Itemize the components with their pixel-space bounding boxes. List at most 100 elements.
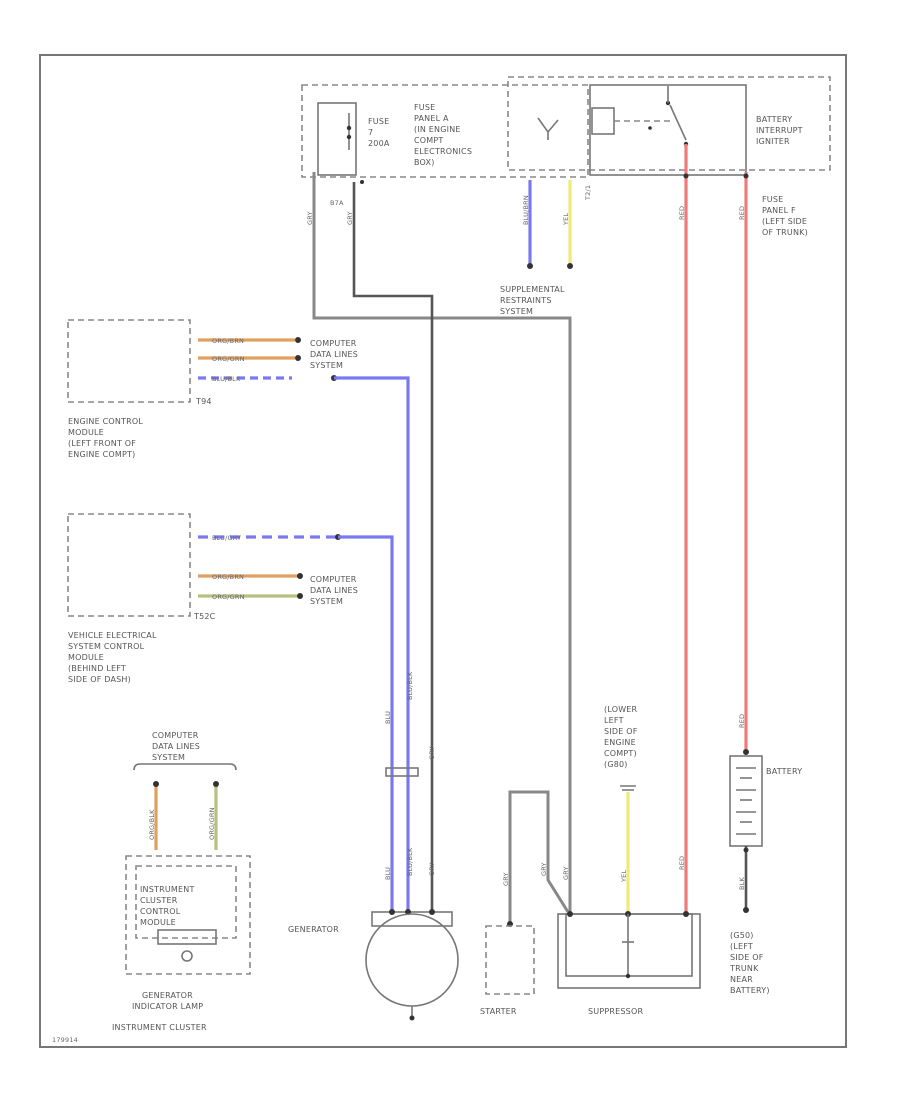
fuse-label-line: 200A: [368, 139, 390, 148]
indicator-lamp-icon: [157, 929, 217, 945]
connector-t94: T94: [195, 397, 212, 406]
svg-text:T2/1: T2/1: [584, 185, 592, 201]
srs-label: SUPPLEMENTAL RESTRAINTS SYSTEM: [500, 285, 565, 316]
svg-text:ORG/GRN: ORG/GRN: [208, 807, 216, 840]
svg-text:TRUNK: TRUNK: [729, 964, 759, 973]
svg-text:VEHICLE ELECTRICAL: VEHICLE ELECTRICAL: [68, 631, 157, 640]
svg-text:DATA LINES: DATA LINES: [310, 586, 358, 595]
generator-icon: [365, 913, 459, 1007]
wire-gray-fuse-suppressor: [312, 172, 572, 912]
ground-icon: [620, 785, 636, 791]
svg-text:GRY: GRY: [428, 746, 436, 760]
svg-text:BLU/BRN: BLU/BRN: [522, 195, 530, 225]
fuse-panel-a-label: FUSE: [414, 103, 435, 112]
svg-text:SIDE OF: SIDE OF: [604, 727, 638, 736]
svg-text:GRY: GRY: [540, 862, 548, 876]
instrument-cluster-label: INSTRUMENT CLUSTER: [112, 1023, 207, 1032]
svg-text:ORG/BLK: ORG/BLK: [148, 809, 156, 840]
svg-text:BATTERY: BATTERY: [766, 767, 802, 776]
switch-icon: [669, 104, 687, 141]
svg-text:NEAR: NEAR: [730, 975, 753, 984]
svg-text:PANEL F: PANEL F: [762, 206, 796, 215]
svg-text:(LEFT: (LEFT: [730, 942, 753, 951]
svg-text:BLK: BLK: [738, 877, 746, 890]
fuse-panel-a-label: PANEL A: [414, 114, 449, 123]
svg-text:ENGINE COMPT): ENGINE COMPT): [68, 450, 135, 459]
battery: BATTERY BLK: [729, 755, 802, 913]
inline-connector: [385, 767, 419, 777]
generator: GENERATOR: [288, 909, 459, 1021]
svg-text:GENERATOR: GENERATOR: [142, 991, 193, 1000]
wire-gray-fuse-generator: [352, 182, 434, 912]
svg-text:SYSTEM: SYSTEM: [310, 361, 343, 370]
svg-text:RED: RED: [678, 856, 686, 870]
battery-interrupt-label: INTERRUPT: [756, 126, 803, 135]
computer-data-lines-label-3: COMPUTER DATA LINES SYSTEM: [133, 731, 237, 771]
svg-text:GRY: GRY: [502, 872, 510, 886]
connector-b7a: B7A: [330, 199, 344, 207]
svg-text:SIDE OF DASH): SIDE OF DASH): [68, 675, 131, 684]
diagram-frame: [39, 54, 847, 1048]
svg-text:GRY: GRY: [346, 211, 354, 225]
fuse-panel-a-label: (IN ENGINE: [414, 125, 461, 134]
starter: STARTER GRY GRY GRY: [480, 790, 570, 1016]
suppressor: SUPPRESSOR: [557, 911, 701, 1016]
svg-text:(LEFT SIDE: (LEFT SIDE: [762, 217, 807, 226]
svg-text:SIDE OF: SIDE OF: [730, 953, 764, 962]
instrument-cluster: INSTRUMENT CLUSTER CONTROL MODULE GENERA…: [112, 855, 251, 1032]
connector-t52c: T52C: [193, 612, 216, 621]
svg-text:YEL: YEL: [620, 870, 628, 883]
svg-text:(G50): (G50): [730, 931, 754, 940]
svg-text:BLU: BLU: [384, 867, 392, 880]
svg-text:(LEFT FRONT OF: (LEFT FRONT OF: [68, 439, 136, 448]
ground-g80-label: (LOWER LEFT SIDE OF ENGINE COMPT) (G80): [604, 705, 638, 769]
fuse-panel-a-label: COMPT: [414, 136, 444, 145]
svg-text:MODULE: MODULE: [140, 918, 176, 927]
igniter-icon: [591, 107, 615, 135]
svg-text:COMPUTER: COMPUTER: [310, 575, 357, 584]
svg-text:SYSTEM CONTROL: SYSTEM CONTROL: [68, 642, 145, 651]
svg-text:ENGINE: ENGINE: [604, 738, 636, 747]
svg-text:CLUSTER: CLUSTER: [140, 896, 178, 905]
svg-text:BLU/BLK: BLU/BLK: [212, 375, 241, 383]
svg-text:ENGINE CONTROL: ENGINE CONTROL: [68, 417, 143, 426]
battery-interrupt-igniter: BATTERY INTERRUPT IGNITER: [507, 76, 831, 176]
svg-text:SUPPLEMENTAL: SUPPLEMENTAL: [500, 285, 565, 294]
svg-text:(LOWER: (LOWER: [604, 705, 638, 714]
svg-text:BLU/GRY: BLU/GRY: [212, 534, 241, 542]
svg-text:SUPPRESSOR: SUPPRESSOR: [588, 1007, 643, 1016]
svg-text:SYSTEM: SYSTEM: [500, 307, 533, 316]
svg-text:SYSTEM: SYSTEM: [310, 597, 343, 606]
svg-text:MODULE: MODULE: [68, 653, 104, 662]
svg-text:DATA LINES: DATA LINES: [152, 742, 200, 751]
battery-icon: [729, 755, 763, 847]
svg-text:OF TRUNK): OF TRUNK): [762, 228, 808, 237]
svg-text:(BEHIND LEFT: (BEHIND LEFT: [68, 664, 126, 673]
svg-text:GRY: GRY: [306, 211, 314, 225]
cdls-label-2: COMPUTER DATA LINES SYSTEM: [310, 575, 358, 606]
svg-text:DATA LINES: DATA LINES: [310, 350, 358, 359]
fuse-label-line: 7: [368, 128, 373, 137]
svg-text:INDICATOR LAMP: INDICATOR LAMP: [132, 1002, 203, 1011]
wire-blue-ecm-generator: [334, 376, 410, 912]
vehicle-electrical-system-control-module: BLU/GRY ORG/BRN ORG/GRN T52C VEHICLE ELE…: [67, 513, 341, 684]
svg-text:CONTROL: CONTROL: [140, 907, 181, 916]
svg-text:ORG/BRN: ORG/BRN: [212, 337, 244, 345]
squib-icon: [537, 117, 559, 134]
svg-text:COMPT): COMPT): [604, 749, 637, 758]
svg-text:GRY: GRY: [562, 866, 570, 880]
svg-text:FUSE: FUSE: [762, 195, 783, 204]
fuse-panel-a-label: ELECTRONICS: [414, 147, 472, 156]
ground-g50-label: (G50) (LEFT SIDE OF TRUNK NEAR BATTERY): [729, 931, 769, 995]
svg-text:SYSTEM: SYSTEM: [152, 753, 185, 762]
svg-text:(G80): (G80): [604, 760, 628, 769]
cdls-label-1: COMPUTER DATA LINES SYSTEM: [310, 339, 358, 370]
svg-text:GRY: GRY: [428, 862, 436, 876]
svg-text:STARTER: STARTER: [480, 1007, 517, 1016]
fuse-panel-a-label: BOX): [414, 158, 435, 167]
svg-text:RED: RED: [738, 206, 746, 220]
svg-text:COMPUTER: COMPUTER: [310, 339, 357, 348]
svg-text:COMPUTER: COMPUTER: [152, 731, 199, 740]
svg-text:ORG/GRN: ORG/GRN: [212, 593, 245, 601]
